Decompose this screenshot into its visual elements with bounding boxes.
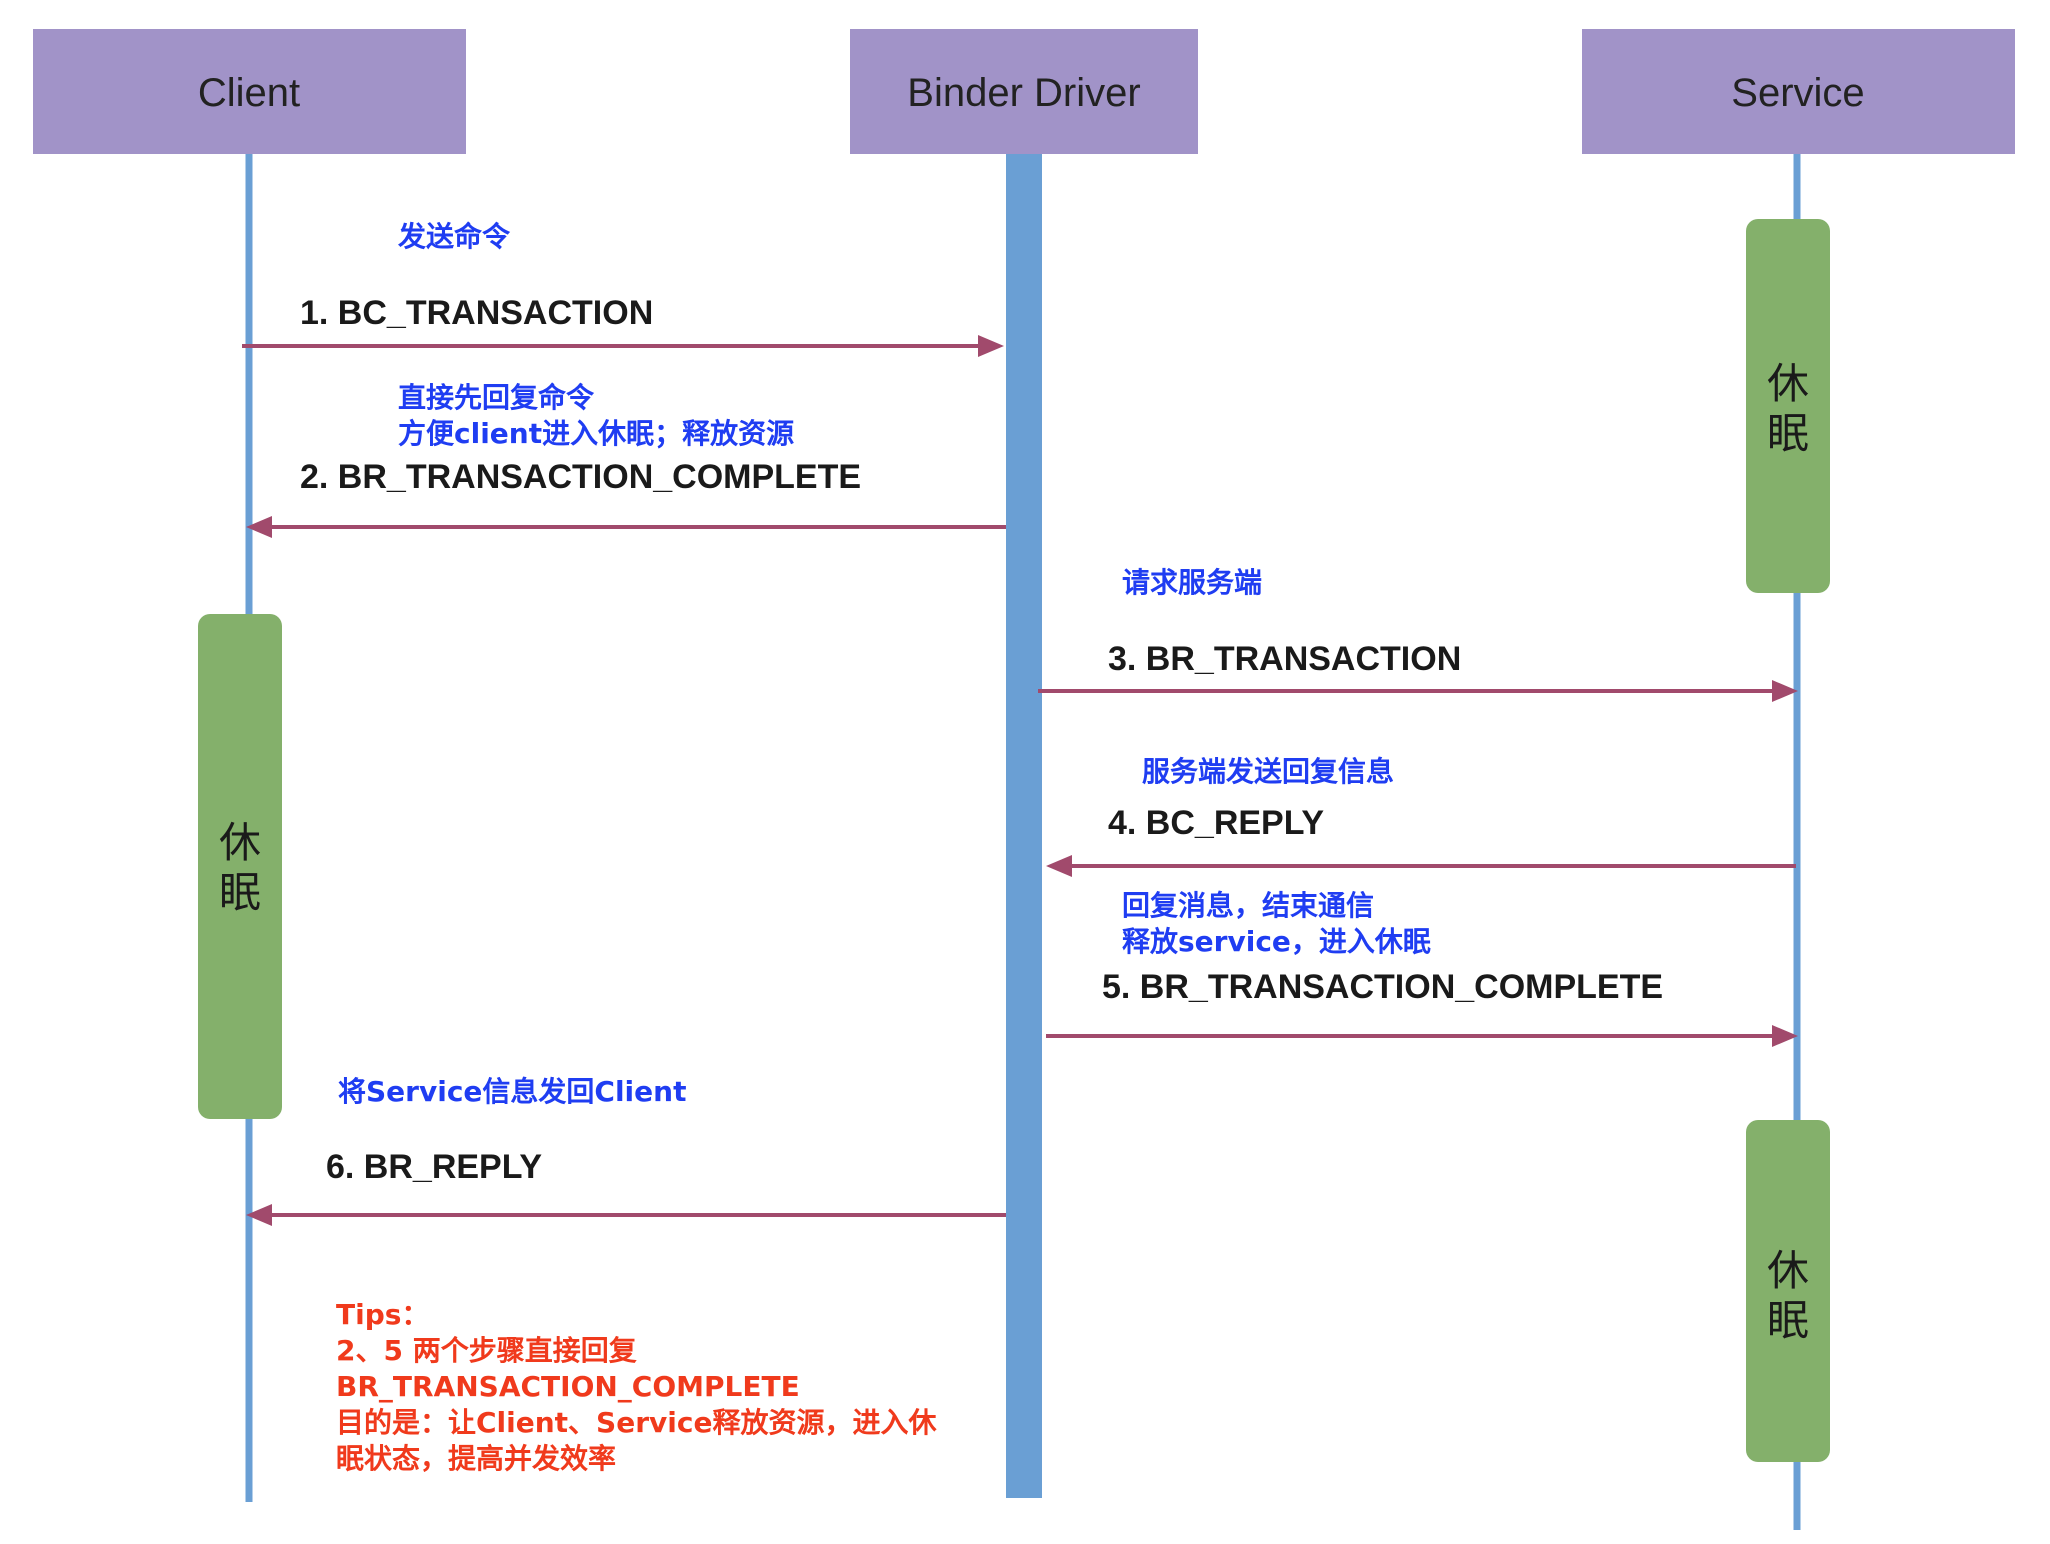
step-2-label: 2. BR_TRANSACTION_COMPLETE: [300, 458, 861, 496]
step-5-arrowhead: [1772, 1025, 1798, 1047]
step-6: 将Service信息发回Client 6. BR_REPLY: [246, 1075, 1006, 1226]
step-3: 请求服务端 3. BR_TRANSACTION: [1038, 566, 1798, 702]
step-2-note-line-1: 直接先回复命令: [398, 381, 595, 414]
binder-lifeline: [1006, 154, 1042, 1498]
client-sleep-box: 休 眠: [198, 614, 282, 1119]
tips-line-4: 目的是：让Client、Service释放资源，进入休: [336, 1406, 937, 1439]
tips-line-2: 2、5 两个步骤直接回复: [336, 1334, 637, 1367]
tips-line-5: 眠状态，提高并发效率: [336, 1442, 616, 1475]
service-actor: Service: [1582, 29, 2015, 154]
step-6-label: 6. BR_REPLY: [326, 1148, 542, 1186]
client-actor-label: Client: [198, 71, 300, 115]
binder-actor: Binder Driver: [850, 29, 1198, 154]
step-2-note-line-2: 方便client进入休眠；释放资源: [398, 417, 794, 450]
step-1-label: 1. BC_TRANSACTION: [300, 294, 653, 332]
sleep-label-char-2: 眠: [219, 868, 261, 917]
client-actor: Client: [33, 29, 466, 154]
step-4-note: 服务端发送回复信息: [1142, 755, 1394, 788]
sleep-label-char-2: 眠: [1767, 1296, 1809, 1345]
sleep-label-char-1: 休: [1767, 359, 1809, 408]
sleep-label-char-1: 休: [1767, 1246, 1809, 1295]
step-1-note: 发送命令: [397, 220, 511, 253]
service-actor-label: Service: [1731, 71, 1864, 115]
step-6-arrowhead: [246, 1204, 272, 1226]
step-2: 直接先回复命令 方便client进入休眠；释放资源 2. BR_TRANSACT…: [246, 381, 1006, 538]
step-1: 发送命令 1. BC_TRANSACTION: [242, 220, 1004, 357]
step-3-note: 请求服务端: [1122, 566, 1262, 599]
sleep-label-char-2: 眠: [1767, 409, 1809, 458]
step-4: 服务端发送回复信息 4. BC_REPLY: [1046, 755, 1796, 877]
tips-line-1: Tips：: [336, 1298, 429, 1331]
service-sleep-box-2: 休 眠: [1746, 1120, 1830, 1462]
step-3-label: 3. BR_TRANSACTION: [1108, 640, 1461, 678]
binder-actor-label: Binder Driver: [907, 71, 1140, 115]
sleep-label-char-1: 休: [219, 818, 261, 867]
step-4-arrowhead: [1046, 855, 1072, 877]
step-5-note-line-2: 释放service，进入休眠: [1122, 925, 1431, 958]
step-3-arrowhead: [1772, 680, 1798, 702]
step-2-arrowhead: [246, 516, 272, 538]
step-5-label: 5. BR_TRANSACTION_COMPLETE: [1102, 968, 1663, 1006]
tips-note: Tips： 2、5 两个步骤直接回复 BR_TRANSACTION_COMPLE…: [336, 1298, 937, 1475]
service-sleep-box-1: 休 眠: [1746, 219, 1830, 593]
step-6-note: 将Service信息发回Client: [338, 1075, 686, 1108]
step-5: 回复消息，结束通信 释放service，进入休眠 5. BR_TRANSACTI…: [1046, 889, 1798, 1047]
step-5-note-line-1: 回复消息，结束通信: [1122, 889, 1374, 922]
step-4-label: 4. BC_REPLY: [1108, 804, 1324, 842]
tips-line-3: BR_TRANSACTION_COMPLETE: [336, 1370, 800, 1403]
step-1-arrowhead: [978, 335, 1004, 357]
